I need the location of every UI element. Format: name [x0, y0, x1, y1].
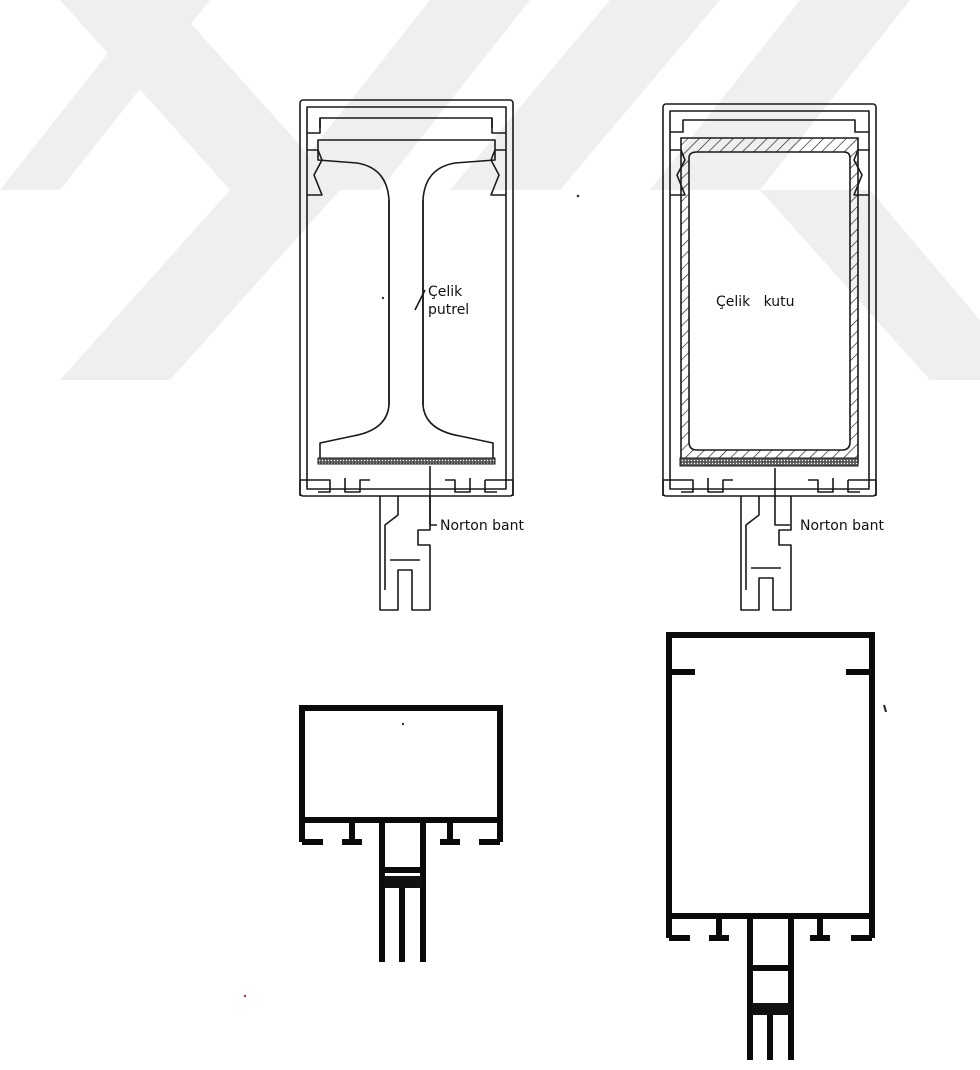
- label-celik-putrel-line1: Çelik: [428, 284, 463, 300]
- label-norton-bant-right: Norton bant: [800, 518, 885, 534]
- section-simple-small: [299, 705, 503, 962]
- watermark: [0, 0, 980, 380]
- label-celik-putrel-line2: putrel: [428, 302, 469, 318]
- section-celik-putrel: Çelik putrel Norton bant: [299, 99, 525, 611]
- section-simple-tall: [666, 632, 875, 1060]
- scan-specks: [243, 194, 887, 998]
- section-celik-kutu: Çelik kutu Norton bant: [662, 103, 885, 611]
- label-norton-bant-left: Norton bant: [440, 518, 525, 534]
- label-celik-kutu: Çelik kutu: [716, 294, 795, 310]
